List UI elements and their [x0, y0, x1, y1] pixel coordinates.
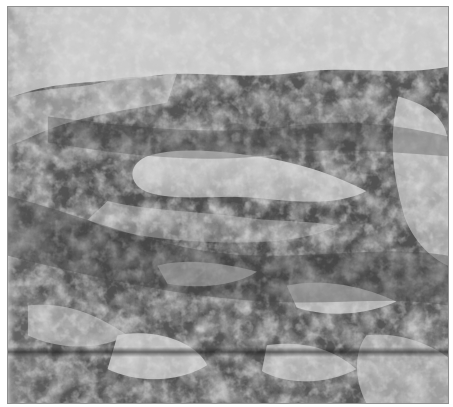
satellite-cloud-image — [8, 7, 448, 403]
satellite-image-frame — [7, 6, 449, 404]
scan-line-artifact — [8, 347, 448, 357]
